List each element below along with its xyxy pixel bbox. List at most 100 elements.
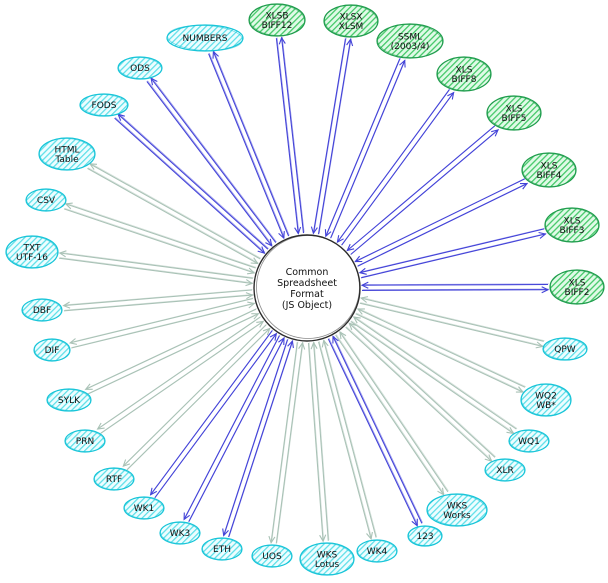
arrow-qpw-write [359, 302, 544, 349]
arrowhead [356, 308, 365, 315]
node-csv: CSV [25, 188, 67, 212]
node-wq1: WQ1 [508, 429, 550, 453]
label: XLR [496, 466, 513, 476]
arrow-wks-works-write [335, 334, 445, 496]
arrow-eth-read [228, 339, 294, 538]
arrow-wq2-wb-read [356, 307, 526, 388]
arrowhead [484, 454, 493, 462]
node-sylk: SYLK [46, 388, 92, 412]
arrow-qpw-read [359, 296, 545, 342]
arrow-xlr-write [345, 326, 493, 462]
arrow-txt-utf-16-write [58, 250, 254, 279]
arrowhead [64, 202, 73, 210]
arrowhead [348, 322, 357, 330]
arrowhead [245, 279, 254, 287]
arrowhead [437, 487, 445, 496]
label: FODS [92, 101, 117, 111]
arrowhead [352, 316, 361, 324]
label: RTF [106, 475, 122, 485]
arrowhead [183, 512, 191, 521]
arrowhead [265, 238, 273, 247]
arrowhead [245, 292, 254, 300]
arrowhead [515, 386, 525, 393]
arrowhead [447, 91, 455, 100]
arrow-wk4-write [318, 341, 373, 541]
arrowhead [354, 255, 363, 263]
label: WK1 [134, 504, 155, 514]
arrow-xls-biff4-write [357, 182, 529, 267]
arrow-xls-biff3-write [360, 231, 547, 279]
arrowhead [310, 226, 318, 235]
arrow-html-table-read [87, 167, 259, 265]
arrow-123-read [332, 335, 423, 524]
arrowhead [358, 267, 367, 275]
arrow-wk1-write [149, 329, 274, 496]
arrowhead [294, 226, 302, 235]
arrow-xls-biff3-read [358, 227, 545, 275]
arrow-123-write [327, 337, 419, 527]
label: SSML(2003/4) [391, 32, 430, 52]
label: UOS [262, 552, 282, 562]
arrow-uos-read [275, 341, 306, 544]
arrowhead [149, 487, 158, 496]
arrow-xlsx-xlsm-read [310, 37, 347, 235]
arrow-xlsb-biff12-read [275, 37, 302, 235]
arrowhead [62, 301, 71, 309]
arrow-dbf-read [63, 292, 254, 312]
arrow-prn-write [96, 316, 262, 430]
arrow-ods-read [146, 80, 273, 247]
arrowhead [247, 267, 256, 275]
arrowhead [339, 331, 347, 340]
arrow-wks-lotus-write [307, 342, 327, 543]
node-fods: FODS [79, 93, 129, 117]
arrow-numbers-write [212, 50, 290, 237]
arrowhead [262, 327, 271, 336]
node-numbers: NUMBERS [166, 24, 244, 52]
arrow-wks-lotus-read [310, 341, 330, 541]
node-wk4: WK4 [356, 539, 398, 563]
arrowhead [122, 459, 131, 467]
arrow-sylk-write [84, 308, 257, 390]
arrow-ssml-2003-4-write [330, 59, 406, 239]
arrow-xlsb-biff12-write [278, 36, 305, 234]
arrowhead [278, 231, 285, 240]
arrowhead [251, 313, 260, 320]
arrowhead [321, 339, 329, 348]
arrow-wq2-wb-write [355, 312, 525, 393]
node-uos: UOS [251, 544, 293, 568]
arrow-ssml-2003-4-read [324, 57, 401, 238]
arrow-xlr-read [348, 322, 496, 458]
arrow-xls-biff5-read [346, 124, 496, 252]
node-eth: ETH [201, 537, 243, 561]
arrowhead [84, 383, 93, 390]
arrow-wk1-read [154, 332, 278, 499]
arrowhead [68, 338, 78, 345]
arrows-layer [58, 36, 550, 544]
arrow-xls-biff8-read [336, 88, 451, 244]
arrowhead [298, 341, 306, 350]
label: DIF [45, 346, 60, 356]
arrow-wk4-read [321, 339, 378, 538]
arrowhead [278, 336, 285, 346]
arrow-xls-biff2-read [360, 281, 549, 289]
arrowhead [256, 320, 265, 328]
arrowhead [399, 59, 406, 68]
label: ETH [213, 545, 231, 555]
arrow-dif-read [71, 301, 256, 349]
arrowhead [336, 235, 344, 244]
